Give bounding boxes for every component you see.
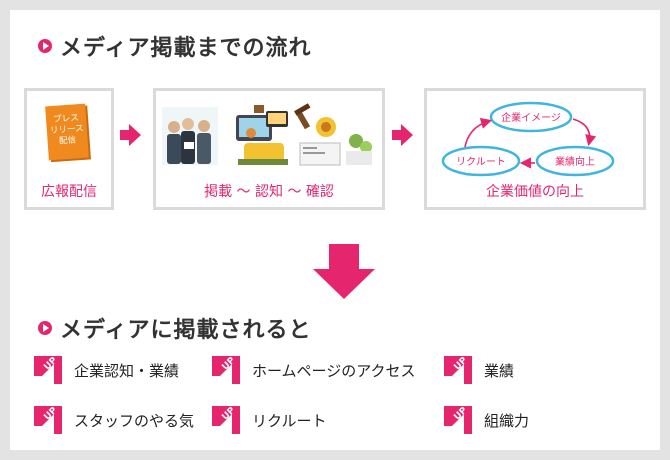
up-badge-icon: UP	[444, 355, 472, 384]
effect-label: リクルート	[252, 411, 327, 430]
cycle-node-ellipse	[441, 145, 521, 177]
up-badge-icon: UP	[212, 355, 240, 384]
up-badge-icon: UP	[34, 355, 62, 384]
up-badge-icon: UP	[212, 405, 240, 434]
press-release-icon: プレス リリース 配信	[45, 103, 89, 161]
step-illustrations	[162, 103, 372, 166]
content-card: メディア掲載までの流れ プレス リリース 配信 広報配信	[10, 10, 660, 450]
effect-label: ホームページのアクセス	[252, 361, 416, 380]
effect-item: UP 企業認知・業績	[32, 354, 179, 386]
step-caption: 掲載 ～ 認知 ～ 確認	[204, 184, 334, 200]
play-bullet-icon	[38, 39, 52, 53]
section-heading-effects: メディアに掲載されると	[38, 312, 311, 344]
cycle-node-ellipse	[535, 145, 615, 177]
cycle-label: 企業イメージ	[501, 111, 561, 124]
section-heading-flow: メディア掲載までの流れ	[38, 30, 311, 62]
media-devices-illustration	[236, 105, 288, 165]
step-caption: 企業価値の向上	[486, 184, 584, 200]
step-caption: 広報配信	[41, 184, 97, 200]
cycle-label: 業績向上	[555, 155, 595, 168]
effect-item: UP 業績	[442, 354, 514, 386]
step-box-press-release: プレス リリース 配信 広報配信	[24, 88, 114, 210]
cycle-arrow	[464, 117, 493, 148]
cycle-label: リクルート	[456, 156, 506, 168]
effect-label: スタッフのやる気	[74, 411, 195, 430]
effect-label: 業績	[484, 361, 515, 380]
step-box-corporate-value: 企業イメージ 業績向上 リクルート 企業価値の向上	[424, 88, 646, 210]
cycle-node-ellipse	[489, 101, 573, 133]
effect-label: 組織力	[484, 411, 530, 430]
cycle-arrow	[572, 118, 597, 147]
effect-item: UP スタッフのやる気	[32, 404, 194, 436]
approval-stamp-illustration	[294, 103, 372, 166]
value-cycle-diagram: 企業イメージ 業績向上 リクルート	[441, 101, 615, 177]
up-badge-icon: UP	[444, 405, 472, 434]
up-badge-icon: UP	[34, 405, 62, 434]
business-people-illustration	[162, 107, 218, 165]
section-title: メディアに掲載されると	[60, 318, 312, 343]
effect-item: UP リクルート	[210, 404, 327, 436]
section-title: メディア掲載までの流れ	[60, 36, 312, 61]
step-box-publication: 掲載 ～ 認知 ～ 確認	[153, 88, 385, 210]
play-bullet-icon	[38, 321, 52, 335]
effect-item: UP 組織力	[442, 404, 529, 436]
effect-item: UP ホームページのアクセス	[210, 354, 416, 386]
effect-label: 企業認知・業績	[74, 361, 180, 380]
